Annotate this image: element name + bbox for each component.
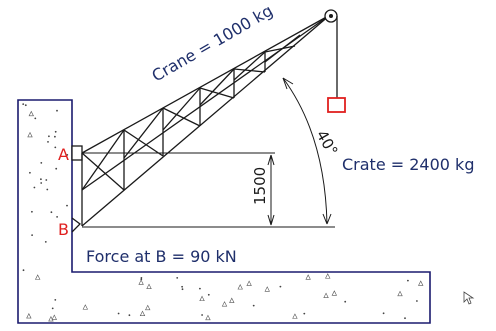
concrete-speckle [145, 304, 151, 311]
concrete-speckle [418, 280, 424, 286]
crate-mass-label: Crate = 2400 kg [342, 155, 474, 174]
concrete-speckle [54, 135, 56, 138]
concrete-speckle [139, 310, 146, 316]
angle-label: 40° [313, 127, 342, 159]
concrete-speckle [246, 280, 252, 286]
wall-foundation [17, 99, 431, 324]
crane-mass-label: Crane = 1000 kg [149, 1, 277, 86]
concrete-speckle [40, 162, 43, 164]
concrete-speckle [237, 284, 243, 290]
concrete-speckle [54, 146, 57, 149]
concrete-speckle [55, 167, 58, 170]
force-at-b-label: Force at B = 90 kN [86, 247, 237, 266]
mouse-pointer-icon [463, 291, 475, 305]
concrete-speckle [331, 290, 338, 296]
crate-box [327, 97, 346, 113]
concrete-speckle [35, 274, 41, 280]
concrete-speckle [29, 171, 31, 174]
dimension-1500 [82, 152, 335, 228]
concrete-speckle [117, 312, 120, 315]
concrete-speckle [221, 301, 228, 307]
concrete-speckle [128, 314, 131, 317]
angle-arc [282, 77, 332, 225]
concrete-speckle [292, 313, 298, 319]
concrete-speckle [140, 278, 143, 281]
concrete-speckle [138, 279, 144, 285]
concrete-speckle [24, 104, 27, 107]
concrete-speckle [51, 314, 57, 320]
concrete-speckle [344, 300, 347, 303]
concrete-speckle [416, 300, 418, 302]
concrete-speckle [382, 312, 385, 315]
concrete-speckle [26, 313, 32, 319]
concrete-speckle [44, 241, 47, 243]
concrete-speckle [47, 141, 49, 143]
concrete-speckle [325, 273, 331, 279]
dimension-label: 1500 [251, 167, 269, 205]
pin-support-a [71, 145, 83, 161]
support-b [71, 217, 81, 233]
concrete-speckle [48, 315, 54, 322]
concrete-speckle [56, 216, 58, 218]
concrete-speckle [397, 290, 403, 297]
concrete-speckle [22, 103, 25, 105]
concrete-speckle [181, 285, 184, 288]
concrete-speckle [40, 178, 42, 181]
concrete-speckle [229, 297, 235, 303]
wall-outline [17, 99, 431, 324]
concrete-speckle [54, 130, 57, 133]
concrete-speckle [51, 307, 54, 310]
concrete-speckle [207, 293, 210, 296]
concrete-speckle [54, 299, 57, 301]
concrete-speckle [407, 279, 409, 282]
concrete-speckle [33, 186, 36, 189]
concrete-speckle [66, 154, 69, 156]
concrete-speckle [305, 274, 311, 280]
concrete-speckle [176, 277, 179, 279]
crane-truss [81, 14, 331, 227]
concrete-speckle [48, 135, 50, 138]
concrete-speckle [252, 304, 255, 307]
concrete-speckle [323, 292, 329, 298]
concrete-speckle [82, 304, 89, 310]
concrete-speckle [27, 131, 33, 138]
concrete-speckle [140, 277, 143, 279]
concrete-speckle [31, 210, 33, 213]
concrete-speckle [181, 288, 184, 291]
concrete-speckle [264, 286, 270, 292]
concrete-speckle [199, 295, 205, 302]
concrete-speckle [46, 188, 49, 191]
concrete-speckle [50, 211, 53, 214]
concrete-speckle [201, 314, 204, 316]
concrete-speckle [303, 312, 306, 315]
concrete-speckle [205, 314, 211, 321]
concrete-speckle [34, 117, 37, 120]
concrete-speckle [22, 269, 25, 272]
point-b-label: B [58, 220, 69, 239]
concrete-speckle [28, 110, 34, 117]
concrete-speckle [56, 109, 58, 112]
concrete-speckle [146, 283, 152, 289]
concrete-speckle [31, 234, 33, 237]
concrete-speckle [45, 179, 48, 181]
concrete-speckle [279, 285, 282, 288]
concrete-speckle [199, 287, 201, 290]
concrete-texture [22, 103, 424, 322]
point-a-label: A [58, 145, 69, 164]
concrete-speckle [40, 182, 43, 184]
concrete-speckle [404, 317, 406, 320]
pulley-icon [324, 9, 338, 23]
concrete-speckle [66, 204, 68, 207]
